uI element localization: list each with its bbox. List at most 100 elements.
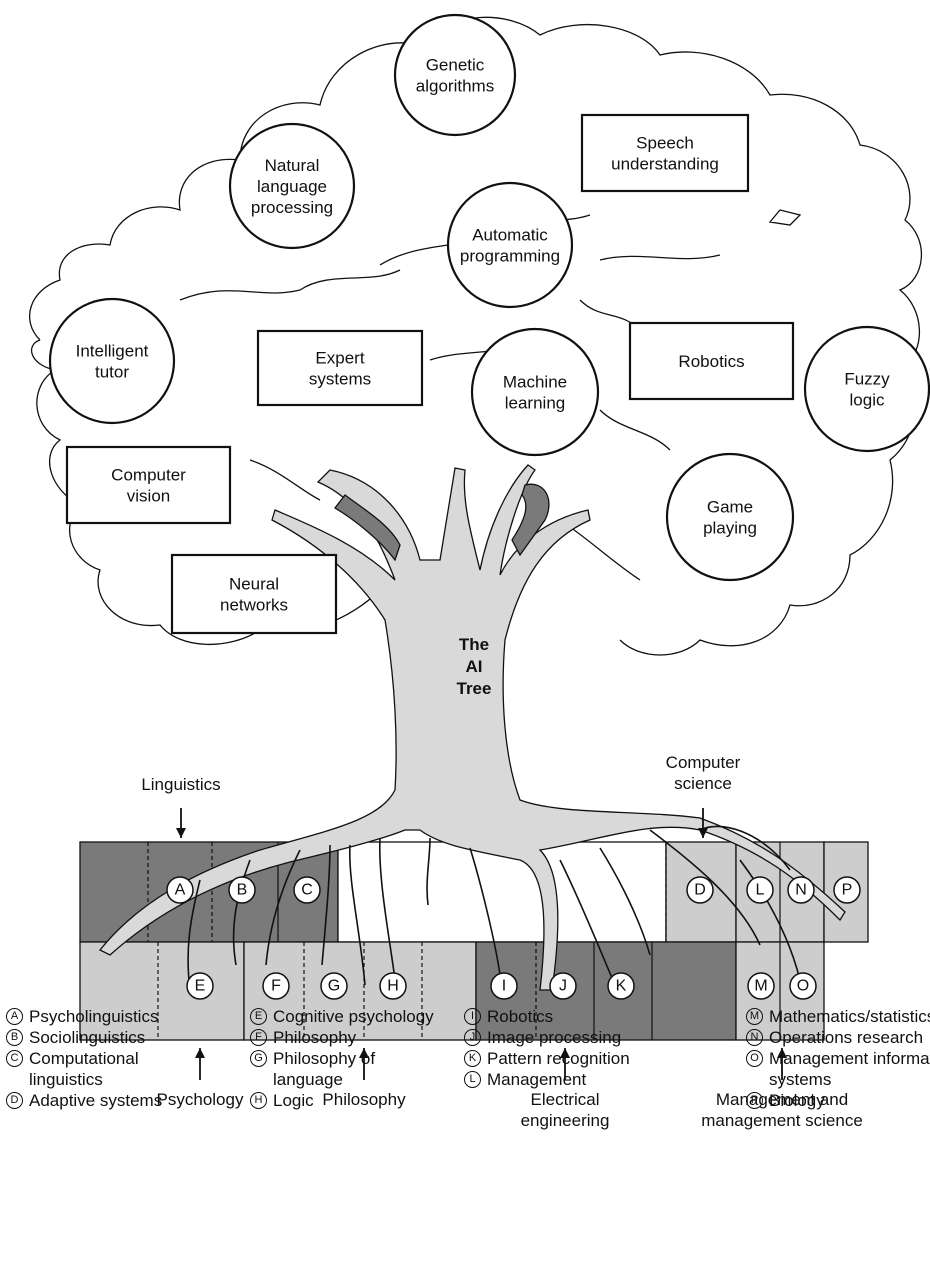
marker-h: H (379, 972, 407, 1000)
canopy-nodes: GeneticalgorithmsSpeechunderstandingNatu… (48, 13, 930, 635)
legend-text: Management information systems (769, 1049, 930, 1089)
psychology-arrow-head (195, 1048, 205, 1058)
automatic-programming-circle (446, 181, 574, 309)
marker-e: E (186, 972, 214, 1000)
marker-circle (166, 876, 194, 904)
neural-networks-box (170, 553, 338, 635)
legend-text: Cognitive psychology (273, 1007, 434, 1026)
marker-i: I (490, 972, 518, 1000)
marker-letter: D (694, 882, 706, 899)
legend-letter: B (6, 1029, 23, 1046)
legend-text: Management (487, 1070, 587, 1089)
fuzzy-logic-label: Fuzzy (844, 370, 890, 389)
machine-learning-label: Machine (503, 373, 567, 392)
legend-letter: D (6, 1092, 23, 1109)
expert-systems-box (256, 329, 424, 407)
robotics-label: Robotics (678, 352, 744, 371)
legend-item-l: L Management (464, 1069, 630, 1090)
marker-letter: P (842, 882, 853, 899)
legend-letter: L (464, 1071, 481, 1088)
legend-letter: N (746, 1029, 763, 1046)
legend-text: Robotics (487, 1007, 554, 1026)
expert-systems-label: systems (309, 370, 371, 389)
expert-systems-label: Expert (315, 349, 364, 368)
marker-n: N (787, 876, 815, 904)
computer-science-arrow-head (698, 828, 708, 838)
legend-letter: G (250, 1050, 267, 1067)
intelligent-tutor-label: tutor (95, 363, 129, 382)
robotics-box (628, 321, 795, 401)
marker-letter: L (756, 882, 765, 899)
marker-a: A (166, 876, 194, 904)
marker-circle (787, 876, 815, 904)
marker-circle (746, 876, 774, 904)
automatic-programming-label: programming (460, 247, 560, 266)
marker-circle (833, 876, 861, 904)
computer-vision-label: Computer (111, 466, 186, 485)
philosophy-label: Philosophy (322, 1090, 406, 1109)
legend-letter: M (746, 1008, 763, 1025)
root-blocks (79, 841, 869, 1041)
marker-letter: M (754, 978, 767, 995)
neural-networks-label: networks (220, 596, 288, 615)
legend-text: Computational linguistics (29, 1049, 139, 1089)
game-playing-label: playing (703, 519, 757, 538)
natural-language-processing-label: processing (251, 198, 333, 217)
marker-circle (293, 876, 321, 904)
management-arrow-head (777, 1048, 787, 1058)
machine-learning-circle (470, 327, 600, 457)
block-dividers (147, 842, 781, 1040)
intelligent-tutor-label: Intelligent (76, 342, 149, 361)
robotics-node: Robotics (628, 321, 795, 401)
tree-title-line: Tree (457, 679, 492, 698)
legend-text: Adaptive systems (29, 1091, 163, 1110)
legend-text: Operations research (769, 1028, 924, 1047)
marker-g: G (320, 972, 348, 1000)
fuzzy-logic-circle (803, 325, 930, 453)
legend-item-c: C Computational linguistics (6, 1048, 162, 1090)
expert-systems-node: Expert systems (256, 329, 424, 407)
marker-circle (379, 972, 407, 1000)
marker-letter: G (328, 978, 340, 995)
speech-understanding-box (580, 113, 750, 193)
linguistics-label-group: Linguistics (141, 775, 221, 838)
genetic-algorithms-label: Genetic (426, 56, 485, 75)
block-psych-bottom (79, 941, 245, 1041)
legend-letter: K (464, 1050, 481, 1067)
philosophy-label-group: Philosophy (322, 1048, 406, 1109)
marker-letter: C (301, 882, 313, 899)
branch-dark-left (334, 494, 401, 562)
legend-text: Image processing (487, 1028, 622, 1047)
branch-dark-right (511, 483, 550, 557)
psychology-label: Psychology (157, 1090, 244, 1109)
marker-letter: H (387, 978, 399, 995)
tree-title-line: The (459, 635, 489, 654)
legend-item-o: O Management information systems (746, 1048, 930, 1090)
legend-text: Biology (769, 1091, 825, 1110)
philosophy-arrow-head (359, 1048, 369, 1058)
legend-letter: O (746, 1050, 763, 1067)
legend-letter: C (6, 1050, 23, 1067)
marker-letter: I (502, 978, 506, 995)
game-playing-label: Game (707, 498, 753, 517)
genetic-algorithms-label: algorithms (416, 77, 494, 96)
marker-circle (686, 876, 714, 904)
intelligent-tutor-node: Intelligent tutor (48, 297, 176, 425)
legend-text: Philosophy (273, 1028, 357, 1047)
marker-circle (789, 972, 817, 1000)
marker-letter: B (237, 882, 248, 899)
